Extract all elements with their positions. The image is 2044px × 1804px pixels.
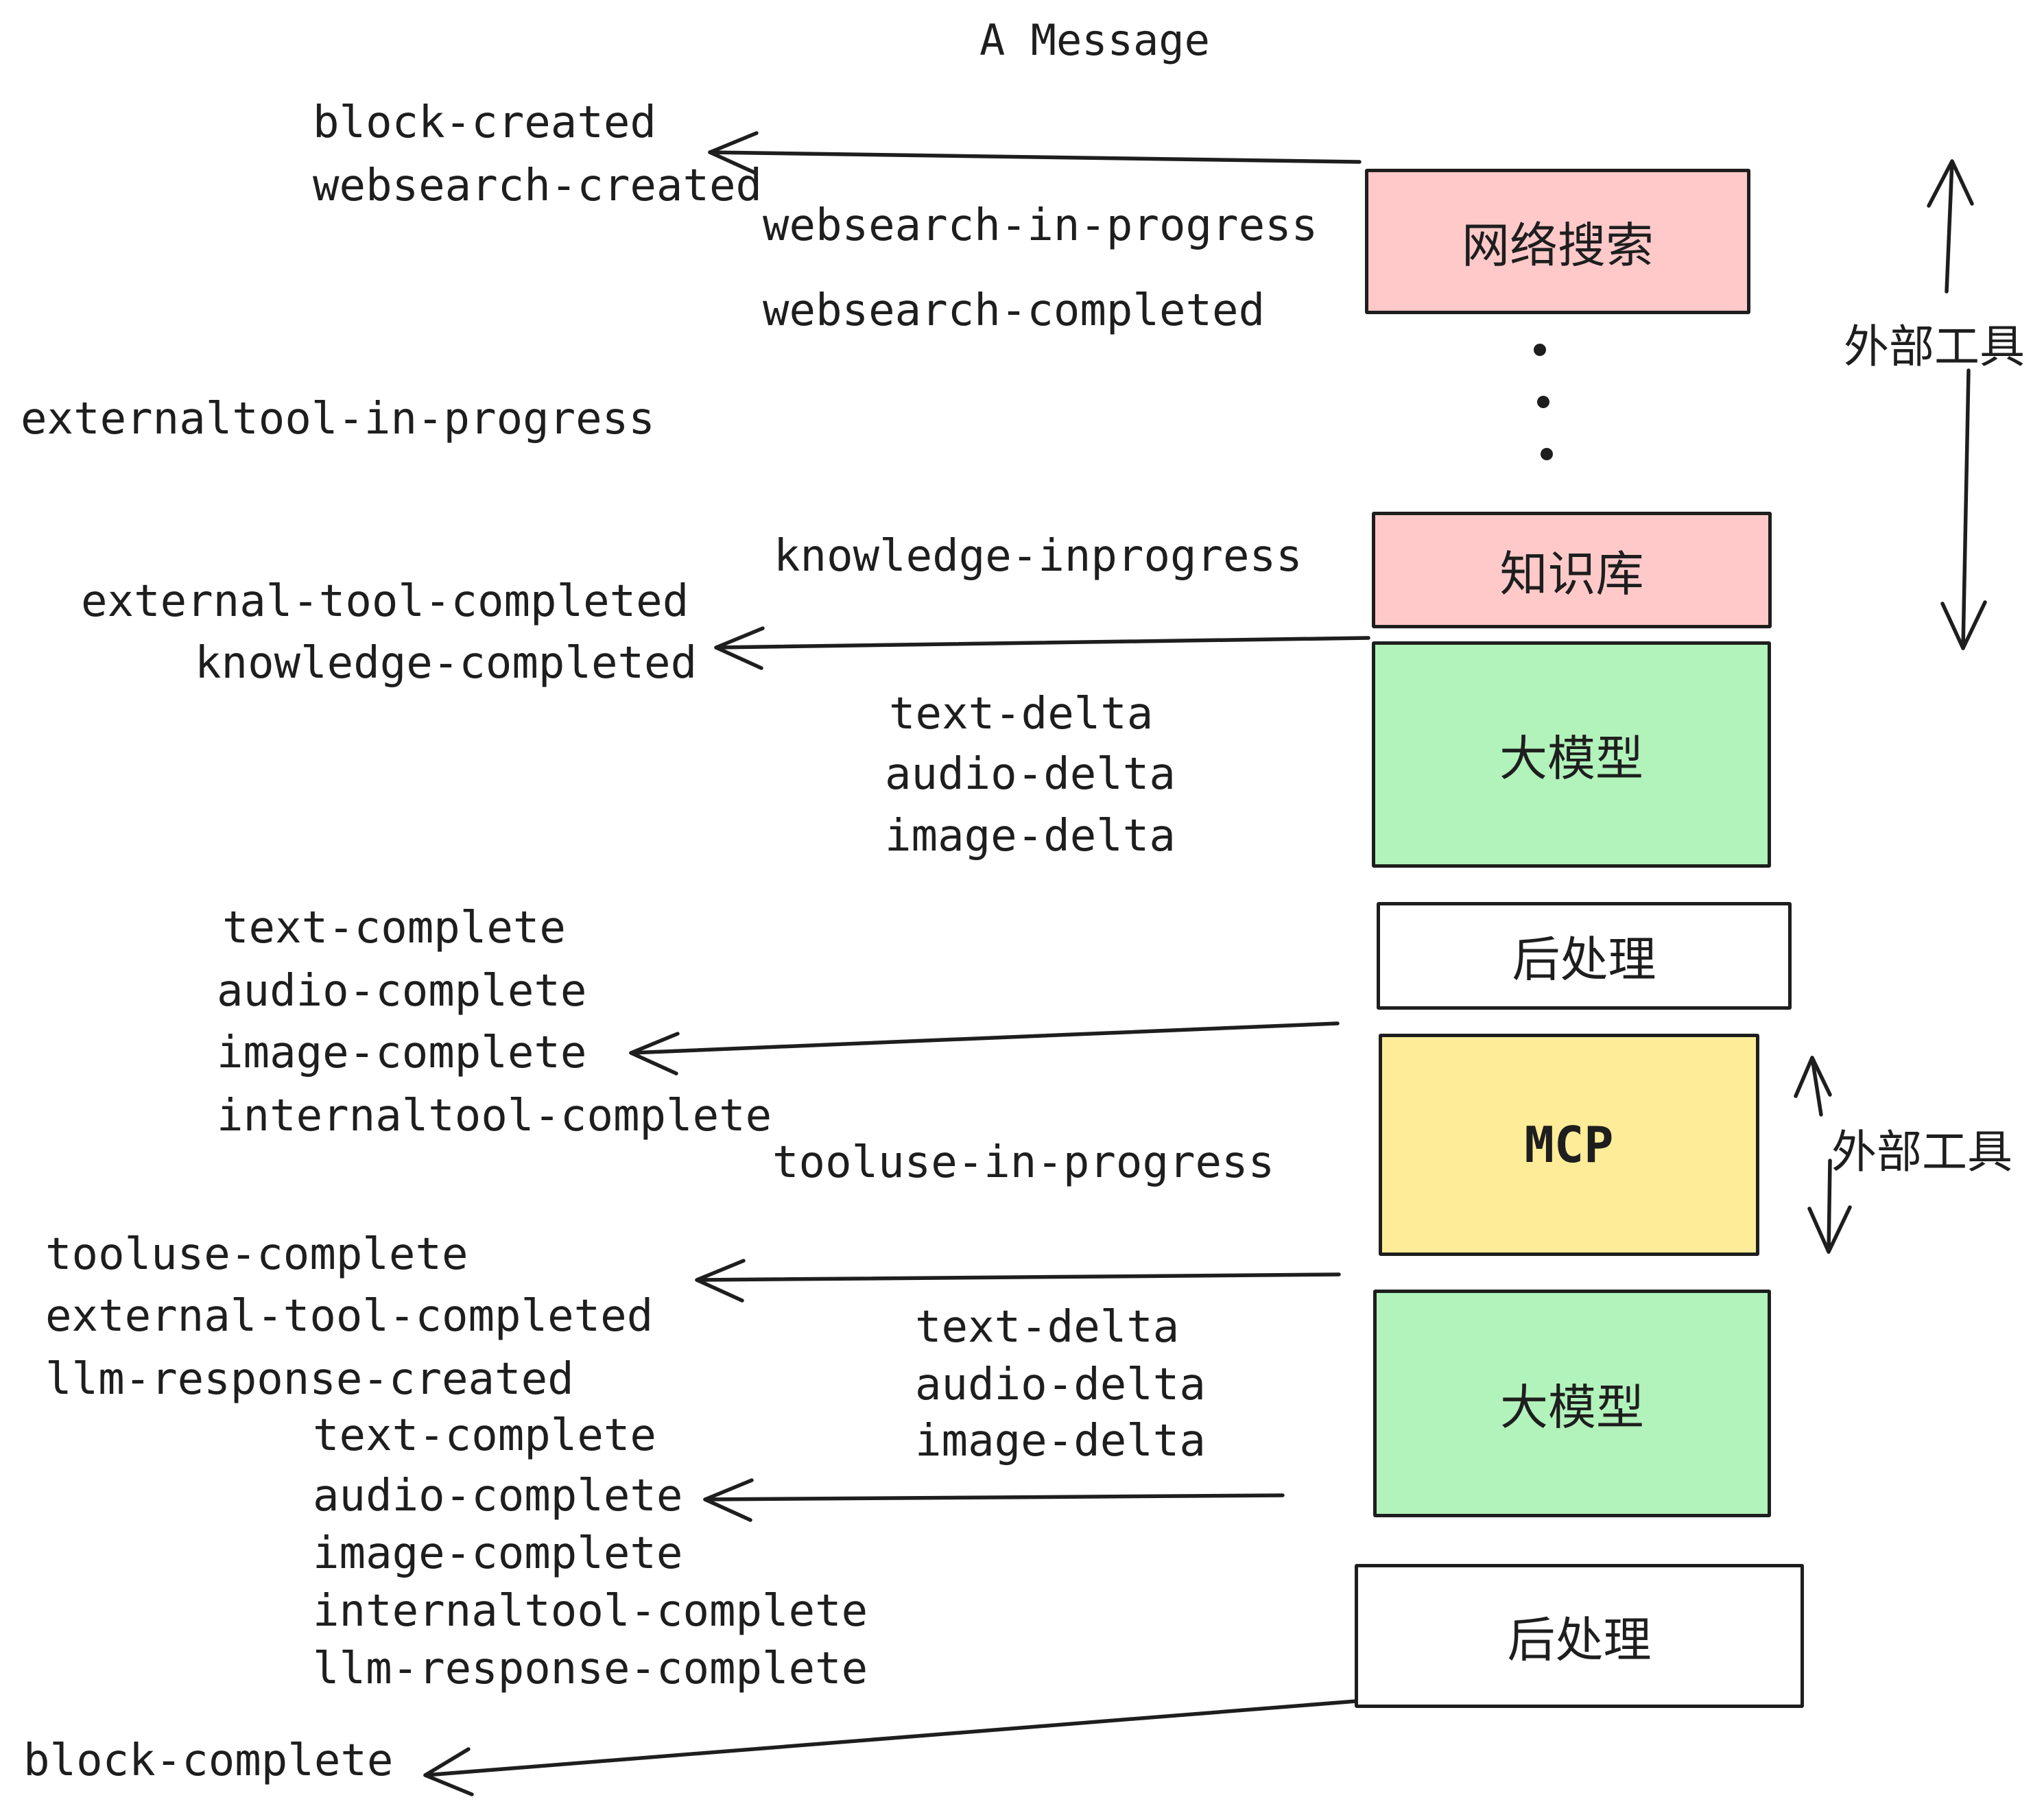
event-internaltool-complete-2: internaltool-complete [313, 1586, 868, 1637]
box-websearch-label: 网络搜索 [1462, 217, 1654, 274]
event-externaltool-in-progress: externaltool-in-progress [21, 394, 655, 444]
event-websearch-in-progress: websearch-in-progress [763, 200, 1318, 251]
event-image-complete-2: image-complete [313, 1528, 683, 1579]
event-text-delta: text-delta [889, 689, 1154, 739]
diagram-title: A Message [979, 15, 1210, 65]
event-websearch-created: websearch-created [313, 161, 763, 211]
event-audio-complete-2: audio-complete [313, 1471, 683, 1521]
box-postprocess-1-label: 后处理 [1512, 931, 1656, 988]
left-arrow-tooluse-complete-icon [695, 1259, 1341, 1303]
box-postprocess-2-label: 后处理 [1507, 1611, 1652, 1668]
event-text-delta-2: text-delta [915, 1302, 1180, 1353]
box-knowledge-base: 知识库 [1372, 512, 1772, 628]
ellipsis-dots-icon [1534, 344, 1553, 460]
up-arrow-external-tools-mcp-icon [1794, 1056, 1832, 1117]
box-llm-2-label: 大模型 [1500, 1379, 1644, 1436]
event-image-delta: image-delta [885, 811, 1176, 862]
event-text-complete: text-complete [222, 903, 566, 953]
external-tools-annotation-2: 外部工具 [1831, 1126, 2012, 1178]
box-llm-1: 大模型 [1372, 641, 1771, 868]
event-audio-complete: audio-complete [217, 966, 587, 1017]
event-knowledge-completed: knowledge-completed [195, 638, 698, 689]
event-audio-delta-2: audio-delta [915, 1360, 1206, 1410]
box-llm-1-label: 大模型 [1499, 730, 1643, 787]
box-websearch: 网络搜索 [1365, 169, 1750, 314]
event-external-tool-completed: external-tool-completed [81, 576, 689, 627]
box-knowledge-base-label: 知识库 [1499, 545, 1644, 602]
event-tooluse-complete: tooluse-complete [45, 1229, 468, 1280]
box-postprocess-2: 后处理 [1355, 1564, 1804, 1708]
event-block-created: block-created [313, 97, 656, 148]
event-audio-delta: audio-delta [885, 749, 1176, 800]
left-arrow-websearch-created-icon [708, 131, 1362, 175]
event-image-delta-2: image-delta [915, 1416, 1206, 1467]
event-external-tool-completed-2: external-tool-completed [45, 1291, 654, 1342]
left-arrow-image-complete-icon [629, 1021, 1340, 1076]
event-internaltool-complete: internaltool-complete [217, 1091, 772, 1141]
left-arrow-audio-complete-icon [703, 1478, 1285, 1522]
down-arrow-external-tools-icon [1940, 368, 1987, 650]
up-arrow-external-tools-icon [1927, 159, 1974, 294]
left-arrow-block-complete-icon [423, 1699, 1359, 1796]
event-websearch-completed: websearch-completed [763, 285, 1265, 336]
box-llm-2: 大模型 [1373, 1290, 1771, 1517]
box-mcp-label: MCP [1524, 1116, 1614, 1174]
event-text-complete-2: text-complete [313, 1410, 656, 1461]
event-llm-response-complete: llm-response-complete [313, 1643, 868, 1694]
left-arrow-knowledge-completed-icon [714, 626, 1370, 670]
event-image-complete: image-complete [217, 1028, 587, 1078]
box-postprocess-1: 后处理 [1377, 902, 1792, 1010]
event-tooluse-in-progress: tooluse-in-progress [772, 1137, 1275, 1188]
event-block-complete: block-complete [23, 1735, 394, 1786]
event-knowledge-inprogress: knowledge-inprogress [774, 531, 1303, 582]
box-mcp: MCP [1379, 1034, 1759, 1256]
event-llm-response-created: llm-response-created [45, 1354, 574, 1405]
external-tools-annotation-1: 外部工具 [1844, 320, 2025, 373]
